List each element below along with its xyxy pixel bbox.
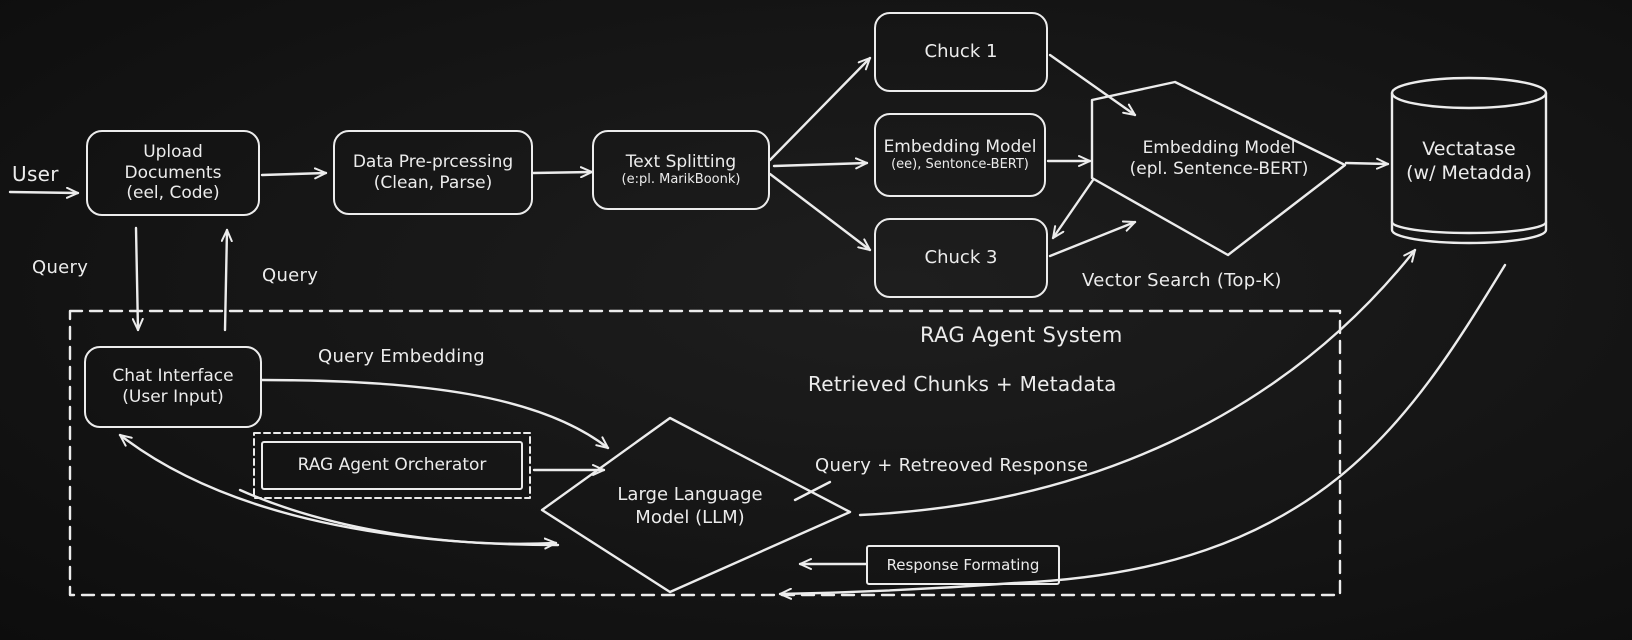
chat-line2: (User Input) bbox=[122, 387, 224, 407]
user-to-upload-arrow bbox=[8, 186, 80, 199]
vectordb-line2: (w/ Metadda) bbox=[1406, 161, 1532, 184]
preprocess-line2: (Clean, Parse) bbox=[373, 172, 493, 193]
chunk-3-node: Chuck 3 bbox=[874, 218, 1048, 298]
embed-small-line2: (ee), Sentonce-BERT) bbox=[891, 157, 1029, 173]
upload-line3: (eel, Code) bbox=[126, 183, 220, 204]
vectordb-to-llm-return-arrow bbox=[778, 263, 1507, 600]
embedding-model-box: Embedding Model (ee), Sentonce-BERT) bbox=[874, 113, 1046, 197]
chunk1-to-embed-arrow bbox=[1048, 53, 1137, 117]
vectordb-line1: Vectatase bbox=[1422, 138, 1516, 160]
embed-main-line2: (epl. Sentence-BERT) bbox=[1129, 159, 1309, 180]
text-splitting-node: Text Splitting (e:pl. MarikBoonk) bbox=[592, 130, 770, 210]
upload-line2: Documents bbox=[124, 162, 222, 183]
vector-database-cylinder bbox=[1390, 91, 1548, 245]
chat-to-upload-query-arrow bbox=[220, 228, 233, 332]
splitting-to-chunk3-arrow bbox=[768, 172, 872, 252]
chunk3-line1: Chuck 3 bbox=[924, 247, 998, 269]
chat-to-llm-arrow bbox=[260, 378, 610, 450]
vector-database-text: Vectatase (w/ Metadda) bbox=[1394, 138, 1544, 186]
vector-search-label: Vector Search (Top-K) bbox=[1082, 270, 1282, 291]
upload-documents-node: Upload Documents (eel, Code) bbox=[86, 130, 260, 216]
chat-to-llm-lower-arrow bbox=[238, 488, 558, 550]
upload-to-chat-query-arrow bbox=[131, 226, 144, 332]
data-preprocessing-node: Data Pre-prcessing (Clean, Parse) bbox=[333, 130, 533, 215]
llm-line2: Model (LLM) bbox=[635, 506, 745, 528]
orchestrator-line1: RAG Agent Orcherator bbox=[297, 455, 487, 476]
query-embedding-label: Query Embedding bbox=[318, 346, 486, 367]
response-pointer-line bbox=[793, 480, 832, 502]
chunk-1-node: Chuck 1 bbox=[874, 12, 1048, 92]
rag-agent-orchestrator-node: RAG Agent Orcherator bbox=[261, 441, 523, 490]
query-label-right: Query bbox=[262, 265, 319, 286]
chunk3-to-embed-arrow bbox=[1048, 220, 1137, 258]
rag-system-boundary bbox=[68, 309, 1342, 597]
response-formatting-node: Response Formating bbox=[866, 545, 1060, 585]
chat-line1: Chat Interface bbox=[112, 366, 234, 387]
splitting-to-chunk1-arrow bbox=[768, 56, 872, 162]
query-label-left: Query bbox=[32, 257, 89, 278]
vector-database-top bbox=[1390, 76, 1548, 110]
embedding-model-diamond-text: Embedding Model (epl. Sentence-BERT) bbox=[1110, 138, 1328, 181]
embed-main-line1: Embedding Model bbox=[1142, 138, 1296, 158]
llm-diamond bbox=[540, 416, 852, 594]
embed-to-chunk3-arrow bbox=[1051, 178, 1095, 240]
vector-database-ring bbox=[1390, 220, 1548, 235]
chunk1-line1: Chuck 1 bbox=[924, 41, 998, 63]
llm-to-vectordb-arrow bbox=[858, 248, 1417, 517]
preprocess-to-splitting-arrow bbox=[531, 166, 594, 179]
chat-interface-node: Chat Interface (User Input) bbox=[84, 346, 262, 428]
query-response-label: Query + Retreoved Response bbox=[815, 455, 1089, 476]
preprocess-line1: Data Pre-prcessing bbox=[352, 151, 514, 172]
retrieved-chunks-label: Retrieved Chunks + Metadata bbox=[808, 372, 1117, 396]
rag-system-title: RAG Agent System bbox=[920, 323, 1123, 347]
user-label: User bbox=[12, 162, 59, 186]
orchestrator-outer-frame bbox=[253, 432, 531, 499]
llm-diamond-text: Large Language Model (LLM) bbox=[590, 484, 790, 529]
embed-to-vectordb-arrow bbox=[1344, 157, 1390, 170]
formatting-line1: Response Formating bbox=[886, 555, 1040, 574]
upload-to-preprocess-arrow bbox=[260, 167, 328, 180]
embedding-model-diamond bbox=[1090, 80, 1347, 257]
llm-line1: Large Language bbox=[617, 484, 763, 505]
splitting-line2: (e:pl. MarikBoonk) bbox=[621, 172, 741, 188]
embed-small-line1: Embedding Model bbox=[883, 136, 1037, 157]
upload-line1: Upload bbox=[143, 141, 203, 162]
splitting-line1: Text Splitting bbox=[625, 151, 737, 172]
splitting-to-embedsmall-arrow bbox=[772, 157, 869, 170]
